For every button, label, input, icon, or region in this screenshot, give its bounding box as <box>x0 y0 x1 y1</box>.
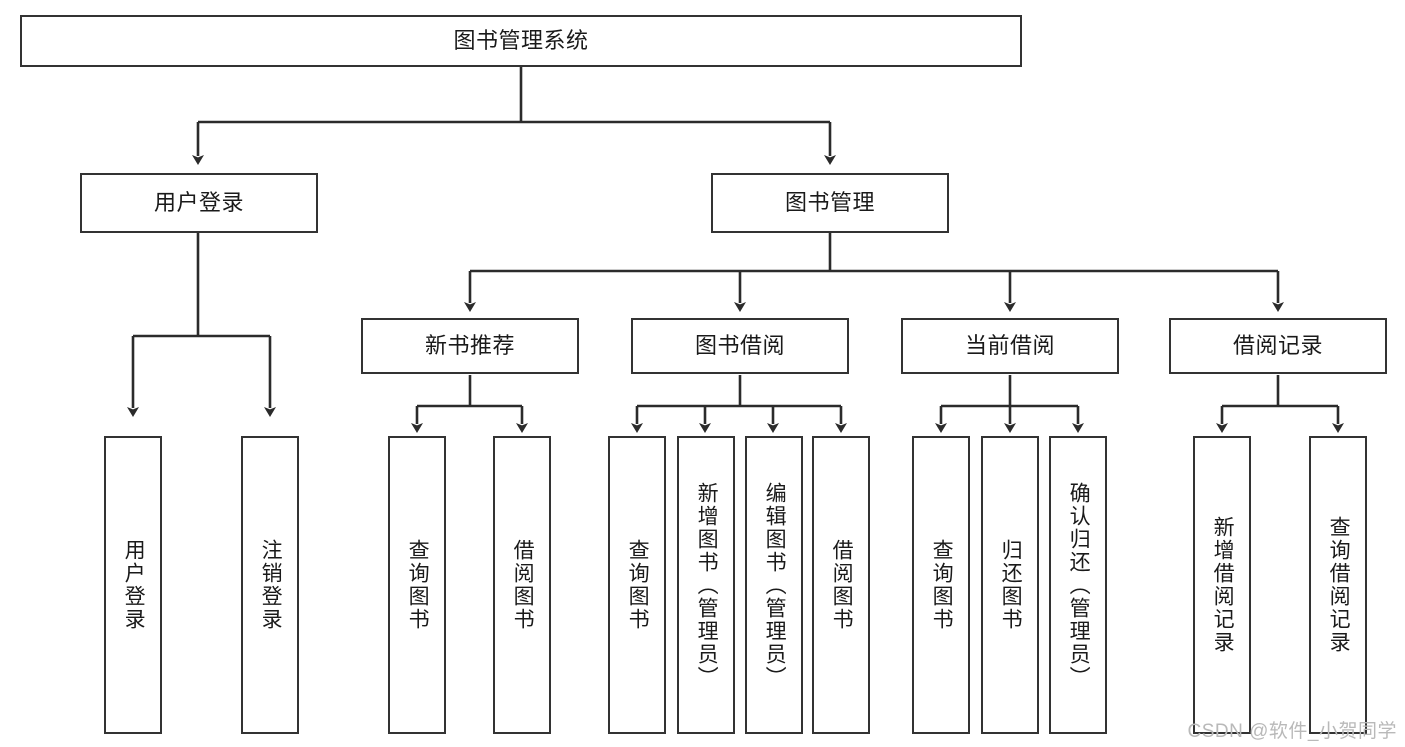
node-leaf-add-book-admin[interactable]: 新增图书（管理员） <box>677 436 735 734</box>
node-leaf-user-login-label: 用户登录 <box>122 539 146 631</box>
node-leaf-return-book[interactable]: 归还图书 <box>981 436 1039 734</box>
node-leaf-edit-book-admin[interactable]: 编辑图书（管理员） <box>745 436 803 734</box>
node-leaf-query-book-2-label: 查询图书 <box>626 539 650 631</box>
node-user-login[interactable]: 用户登录 <box>80 173 318 233</box>
node-new-book-recommend[interactable]: 新书推荐 <box>361 318 579 374</box>
node-leaf-return-book-label: 归还图书 <box>999 539 1023 631</box>
node-leaf-borrow-book-1-label: 借阅图书 <box>511 539 535 631</box>
node-leaf-edit-book-admin-label: 编辑图书（管理员） <box>763 481 787 689</box>
node-leaf-query-borrow-record-label: 查询借阅记录 <box>1327 516 1351 654</box>
node-new-book-recommend-label: 新书推荐 <box>424 333 515 359</box>
node-book-management[interactable]: 图书管理 <box>711 173 949 233</box>
node-user-login-label: 用户登录 <box>153 190 244 216</box>
node-leaf-query-book-1-label: 查询图书 <box>406 539 430 631</box>
node-leaf-confirm-return-admin[interactable]: 确认归还（管理员） <box>1049 436 1107 734</box>
node-book-borrow-label: 图书借阅 <box>694 333 785 359</box>
node-book-borrow[interactable]: 图书借阅 <box>631 318 849 374</box>
node-leaf-logout-label: 注销登录 <box>259 539 283 631</box>
node-leaf-user-login[interactable]: 用户登录 <box>104 436 162 734</box>
node-borrow-records-label: 借阅记录 <box>1232 333 1323 359</box>
node-leaf-query-borrow-record[interactable]: 查询借阅记录 <box>1309 436 1367 734</box>
node-leaf-confirm-return-admin-label: 确认归还（管理员） <box>1067 481 1091 689</box>
node-leaf-borrow-book-2-label: 借阅图书 <box>830 539 854 631</box>
csdn-watermark: CSDN @软件_小贺同学 <box>1187 721 1397 742</box>
node-leaf-add-borrow-record[interactable]: 新增借阅记录 <box>1193 436 1251 734</box>
node-borrow-records[interactable]: 借阅记录 <box>1169 318 1387 374</box>
node-leaf-borrow-book-1[interactable]: 借阅图书 <box>493 436 551 734</box>
node-leaf-query-book-1[interactable]: 查询图书 <box>388 436 446 734</box>
node-root[interactable]: 图书管理系统 <box>20 15 1022 67</box>
node-leaf-logout[interactable]: 注销登录 <box>241 436 299 734</box>
node-leaf-query-book-2[interactable]: 查询图书 <box>608 436 666 734</box>
node-leaf-add-book-admin-label: 新增图书（管理员） <box>695 481 719 689</box>
node-leaf-query-book-3[interactable]: 查询图书 <box>912 436 970 734</box>
node-root-label: 图书管理系统 <box>453 28 589 54</box>
node-leaf-borrow-book-2[interactable]: 借阅图书 <box>812 436 870 734</box>
node-leaf-query-book-3-label: 查询图书 <box>930 539 954 631</box>
node-book-management-label: 图书管理 <box>784 190 875 216</box>
node-current-borrow[interactable]: 当前借阅 <box>901 318 1119 374</box>
node-leaf-add-borrow-record-label: 新增借阅记录 <box>1211 516 1235 654</box>
node-current-borrow-label: 当前借阅 <box>964 333 1055 359</box>
